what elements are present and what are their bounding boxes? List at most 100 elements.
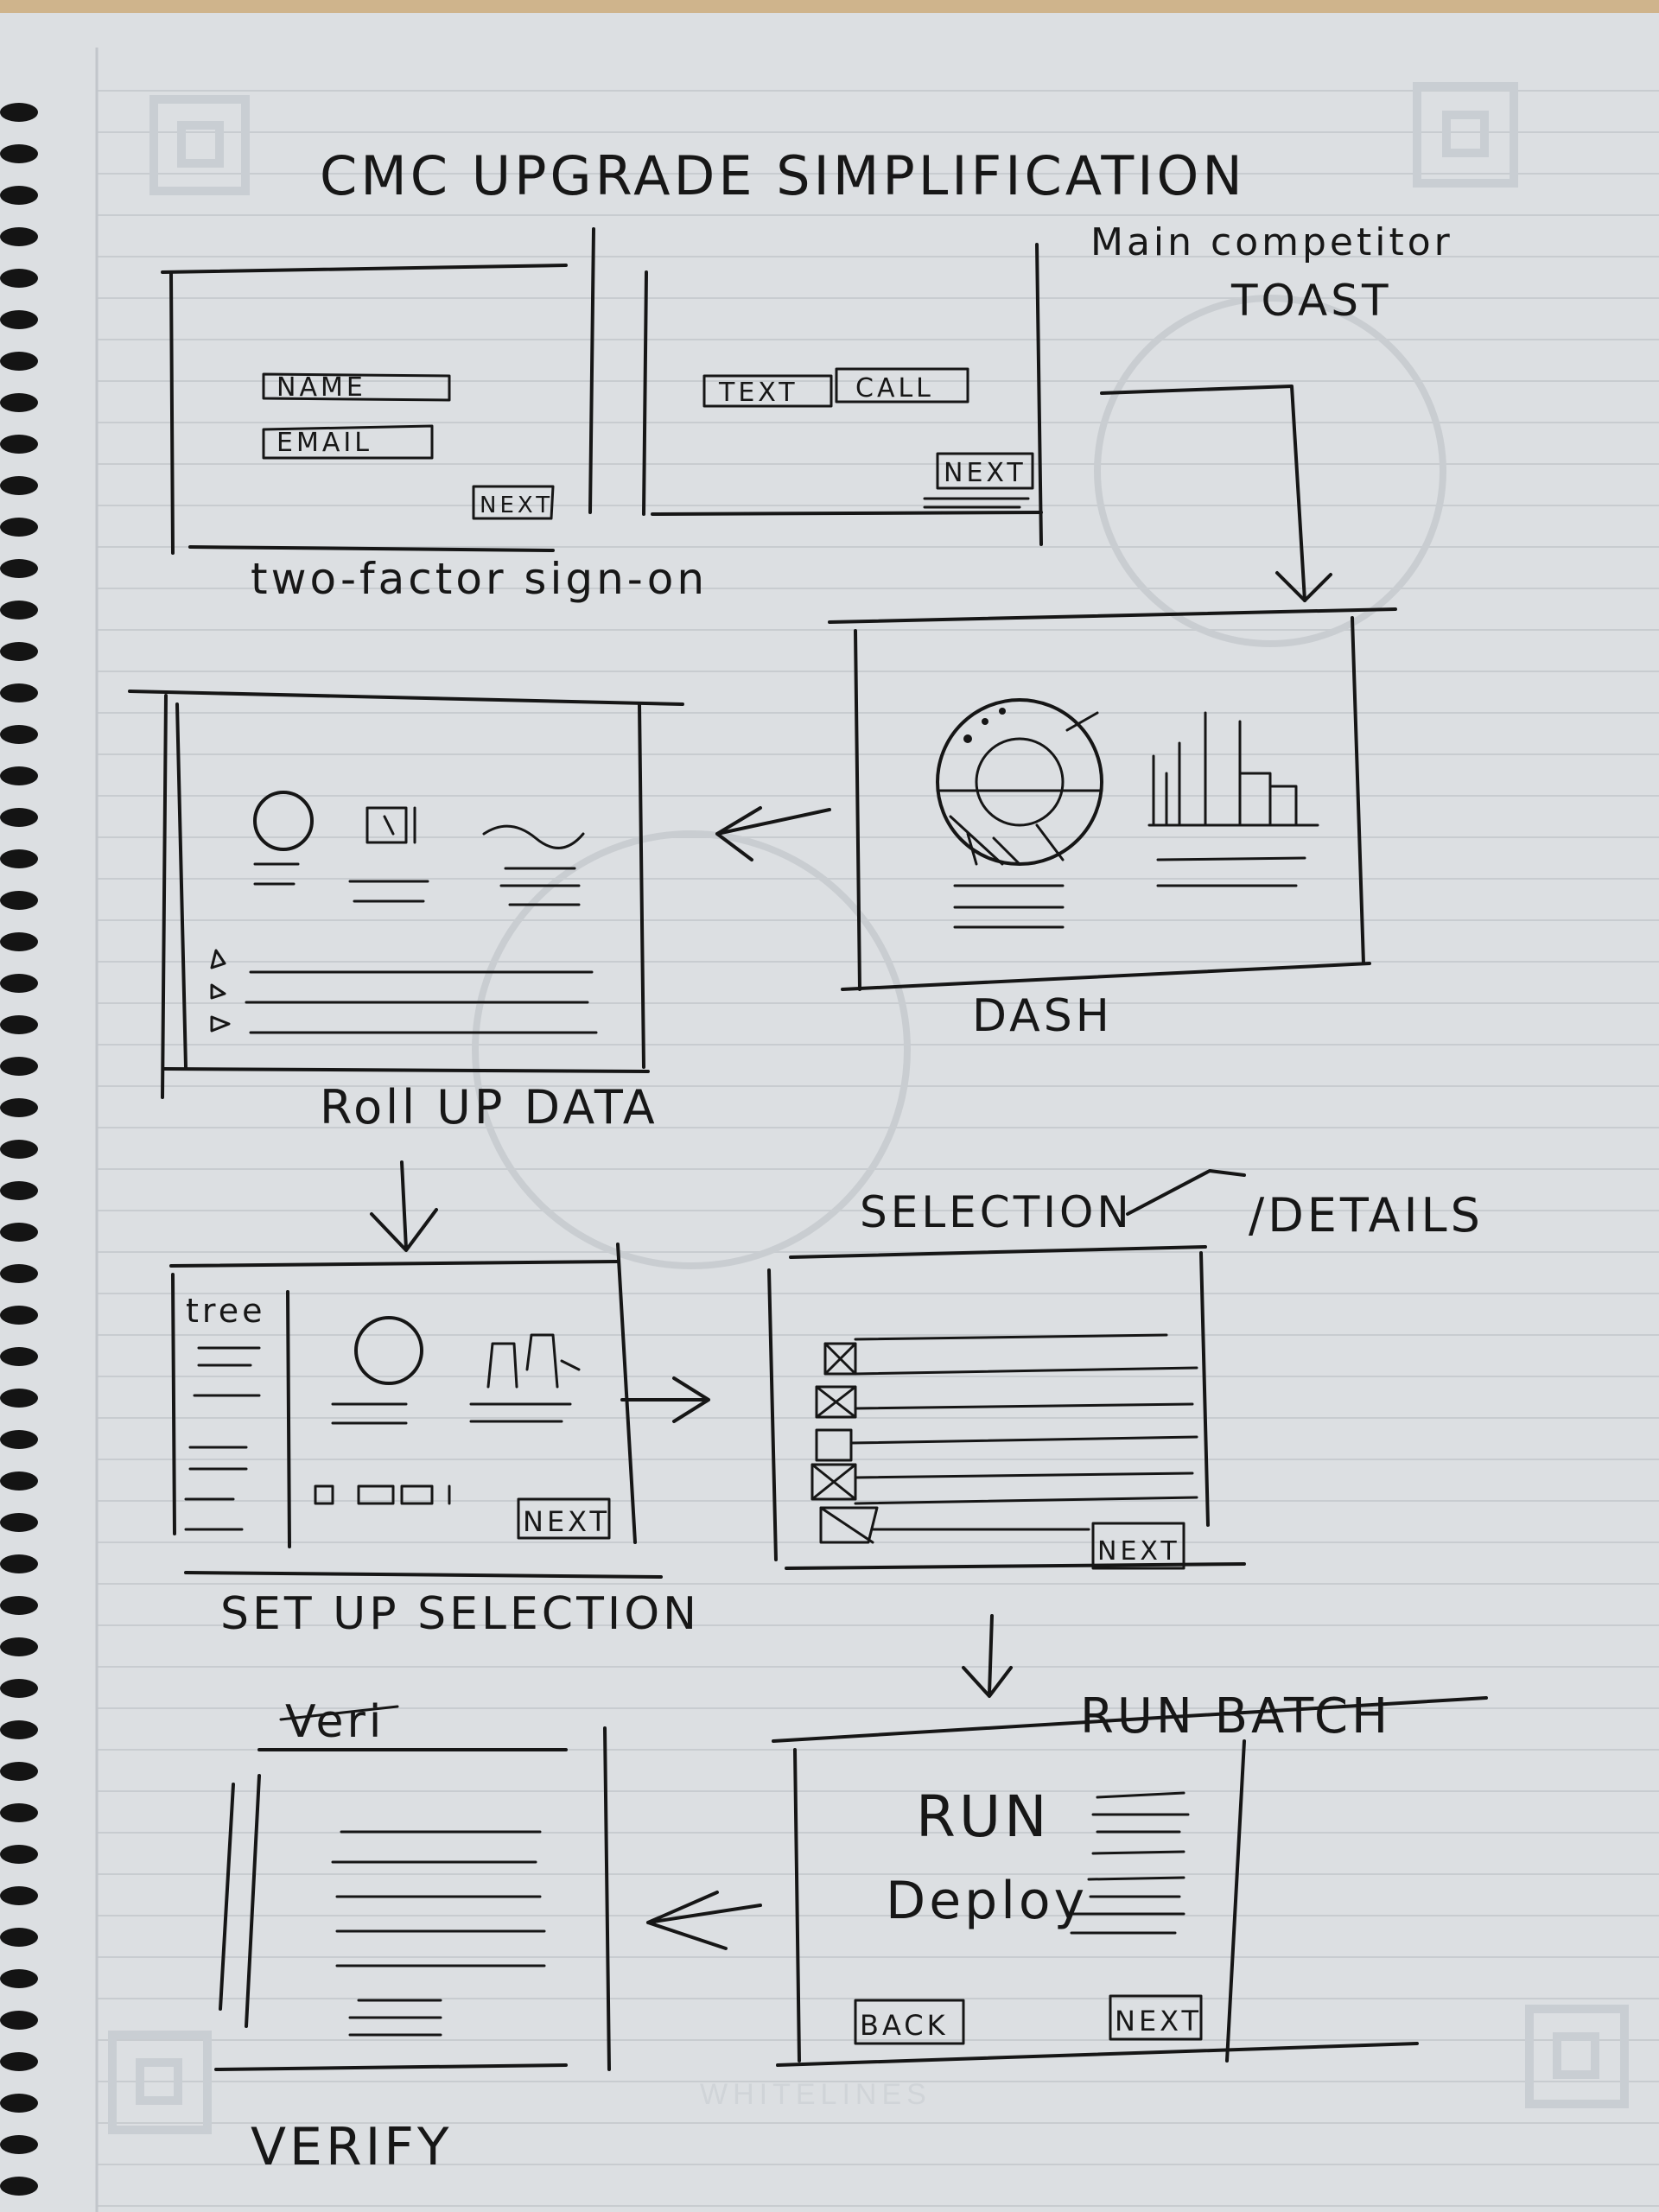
selection-screen: NEXT (767, 1245, 1246, 1570)
verify-caption: VERIFY (251, 2117, 453, 2177)
spiral-ring (0, 601, 38, 620)
spiral-ring (0, 1223, 38, 1242)
email-field[interactable]: EMAIL (262, 424, 434, 460)
runbatch-caption: RUN BATCH (1080, 1688, 1391, 1745)
checkbox-list[interactable] (810, 1342, 879, 1544)
next-button-label: NEXT (1097, 1536, 1180, 1567)
call-button-label: CALL (855, 373, 934, 404)
spiral-ring (0, 808, 38, 827)
next-button-label: NEXT (480, 493, 553, 518)
spiral-ring (0, 642, 38, 661)
spiral-ring (0, 974, 38, 993)
spiral-ring (0, 269, 38, 288)
next-button-label: NEXT (944, 458, 1027, 488)
arrow-to-verify (646, 1891, 762, 1950)
next-button[interactable]: NEXT (923, 452, 1034, 509)
spiral-ring (0, 1015, 38, 1034)
spiral-ring (0, 476, 38, 495)
spiral-ring (0, 1637, 38, 1656)
spiral-ring (0, 559, 38, 578)
spiral-ring (0, 1679, 38, 1698)
spiral-ring (0, 2135, 38, 2154)
spiral-ring (0, 1762, 38, 1781)
next-button[interactable]: NEXT (1109, 1994, 1203, 2041)
bar-chart (1147, 711, 1319, 827)
verify-header-label: Veri (285, 1696, 385, 1748)
spiral-ring (0, 1720, 38, 1739)
corner-marker-br (1525, 2005, 1629, 2108)
spiral-ring (0, 1928, 38, 1947)
spiral-ring (0, 1389, 38, 1408)
spiral-ring (0, 393, 38, 412)
corner-marker-tr (1413, 82, 1518, 188)
email-field-label: EMAIL (276, 428, 372, 458)
rollup-caption: Roll UP DATA (320, 1080, 658, 1135)
spiral-ring (0, 1140, 38, 1159)
text-button-label: TEXT (718, 378, 798, 408)
back-button[interactable]: BACK (854, 1999, 965, 2045)
spiral-ring (0, 1513, 38, 1532)
name-field-label: NAME (276, 372, 366, 403)
next-button[interactable]: NEXT (1091, 1522, 1185, 1570)
text-button[interactable]: TEXT (702, 374, 833, 408)
spiral-ring (0, 186, 38, 205)
spiral-ring (0, 103, 38, 122)
signon-caption: two-factor sign-on (251, 554, 708, 604)
signon-screen-text-call: TEXT CALL NEXT (642, 243, 1043, 546)
background-circle (1094, 295, 1446, 647)
competitor-note-line2: TOAST (1230, 276, 1392, 326)
spiral-ring (0, 1306, 38, 1325)
setup-caption: SET UP SELECTION (220, 1588, 700, 1640)
arrow-to-selection (620, 1376, 710, 1423)
spiral-ring (0, 1181, 38, 1200)
corner-marker-bl (108, 2031, 212, 2134)
call-button[interactable]: CALL (835, 367, 969, 404)
tree-label: tree (186, 1292, 265, 1330)
spiral-ring (0, 1969, 38, 1988)
spiral-ring (0, 1098, 38, 1117)
dash-screen (828, 607, 1397, 991)
next-button[interactable]: NEXT (517, 1497, 611, 1540)
spiral-ring (0, 1803, 38, 1822)
spiral-ring (0, 1264, 38, 1283)
notebook-page: WHITELINES CMC UPGRADE SIMPLIFICATION Ma… (0, 13, 1659, 2212)
wireframe-sketch: WHITELINES CMC UPGRADE SIMPLIFICATION Ma… (0, 48, 1659, 2212)
runbatch-header-line (772, 1696, 1488, 1743)
setup-screen: tree NEXT (169, 1243, 663, 1579)
spiral-ring (0, 2177, 38, 2196)
back-button-label: BACK (860, 2009, 949, 2042)
spiral-ring (0, 2052, 38, 2071)
spiral-ring (0, 2094, 38, 2113)
spiral-ring (0, 849, 38, 868)
spiral-ring (0, 435, 38, 454)
next-button[interactable]: NEXT (472, 485, 555, 520)
spiral-ring (0, 144, 38, 163)
details-caption: /DETAILS (1249, 1188, 1484, 1243)
spiral-binding (0, 103, 38, 2196)
dash-caption: DASH (972, 990, 1113, 1042)
spiral-ring (0, 1471, 38, 1491)
arrow-to-setup (370, 1160, 438, 1252)
run-label: RUN (916, 1783, 1051, 1850)
spiral-ring (0, 1554, 38, 1573)
name-field[interactable]: NAME (262, 372, 451, 403)
spiral-ring (0, 518, 38, 537)
deploy-label: Deploy (886, 1871, 1088, 1931)
signon-screen-name-email: NAME EMAIL NEXT (161, 227, 595, 555)
spiral-ring (0, 891, 38, 910)
page-title: CMC UPGRADE SIMPLIFICATION (320, 144, 1246, 207)
verify-screen: Veri (214, 1696, 611, 2071)
spiral-ring (0, 227, 38, 246)
spiral-ring (0, 1057, 38, 1076)
spiral-ring (0, 310, 38, 329)
runbatch-screen: RUN Deploy BACK NEXT (776, 1739, 1419, 2067)
spiral-ring (0, 352, 38, 371)
spiral-ring (0, 766, 38, 785)
spiral-ring (0, 683, 38, 702)
arrow-to-runbatch (962, 1614, 1013, 1698)
spiral-ring (0, 932, 38, 951)
donut-chart (936, 698, 1103, 866)
spiral-ring (0, 725, 38, 744)
arrow-head (1275, 571, 1332, 602)
competitor-note-line1: Main competitor (1090, 220, 1453, 264)
